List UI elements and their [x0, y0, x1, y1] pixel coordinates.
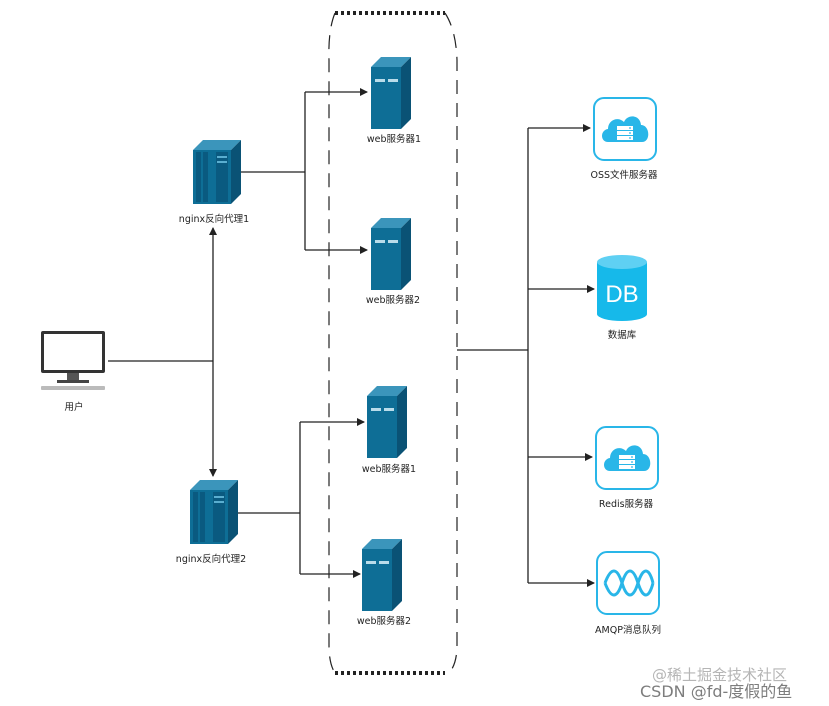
amqp-label: AMQP消息队列 — [595, 625, 661, 636]
user-label: 用户 — [64, 402, 84, 413]
db-icon-text: DB — [605, 281, 638, 308]
web-top-2-label: web服务器2 — [365, 295, 421, 306]
computer-icon — [41, 331, 105, 390]
nginx1-label: nginx反向代理1 — [178, 214, 250, 225]
web-cluster-boundary — [328, 11, 458, 675]
web-server-icon-top-1 — [371, 57, 411, 129]
web-top-1-label: web服务器1 — [366, 134, 422, 145]
oss-label: OSS文件服务器 — [590, 170, 658, 181]
amqp-wave-icon — [596, 551, 660, 615]
oss-cloud-icon — [593, 97, 657, 161]
web-server-icon-top-2 — [371, 218, 411, 290]
watermark-line-1: @稀土掘金技术社区 — [652, 666, 788, 684]
redis-label: Redis服务器 — [598, 499, 654, 510]
redis-cloud-icon — [595, 426, 659, 490]
nginx-server-icon-2 — [190, 480, 238, 544]
web-bottom-2-label: web服务器2 — [356, 616, 412, 627]
connectors — [108, 88, 595, 587]
database-icon: DB — [597, 255, 647, 321]
db-label: 数据库 — [607, 330, 637, 341]
web-server-icon-bottom-1 — [367, 386, 407, 458]
web-bottom-1-label: web服务器1 — [361, 464, 417, 475]
nginx2-label: nginx反向代理2 — [175, 554, 247, 565]
nginx-server-icon-1 — [193, 140, 241, 204]
watermark-line-2: CSDN @fd-度假的鱼 — [640, 682, 793, 701]
web-server-icon-bottom-2 — [362, 539, 402, 611]
